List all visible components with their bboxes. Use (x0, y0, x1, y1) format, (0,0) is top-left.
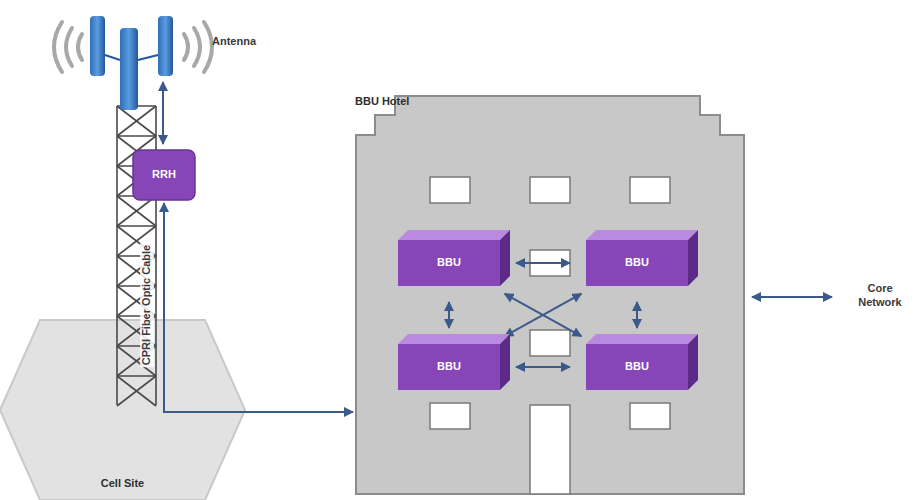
box-label: BBU (437, 256, 461, 269)
core-link-arrow (752, 296, 832, 298)
box-label: BBU (625, 360, 649, 373)
bbu-box: BBU (398, 240, 500, 286)
bbu-link-arrow (516, 366, 570, 368)
site-name: Cell Site (101, 477, 144, 490)
bbu-box: BBU (398, 344, 500, 390)
bbu-link-arrow (516, 262, 570, 264)
box-label: RRH (152, 168, 176, 181)
bbu-box: BBU (586, 344, 688, 390)
box-label: BBU (625, 256, 649, 269)
antenna-feed-arrow (162, 82, 164, 144)
antenna-panels (90, 16, 173, 110)
network-label: Core Network (848, 282, 912, 310)
cable-label: CPRI Fiber Optic Cable (140, 243, 154, 367)
box-label: BBU (437, 360, 461, 373)
antenna-label: Antenna (212, 35, 256, 49)
radio-head-box: RRH (133, 150, 195, 200)
bbu-link-arrow (636, 302, 638, 328)
building-title: BBU Hotel (355, 95, 409, 108)
bbu-box: BBU (586, 240, 688, 286)
hex-outline (0, 320, 245, 500)
bldg-outline (355, 95, 745, 495)
bbu-link-arrow (448, 302, 450, 328)
bbu-hotel-building: BBU BBU BBU BBU BBU Hotel (355, 95, 745, 495)
cell-site-hexagon: Cell Site (0, 320, 245, 500)
